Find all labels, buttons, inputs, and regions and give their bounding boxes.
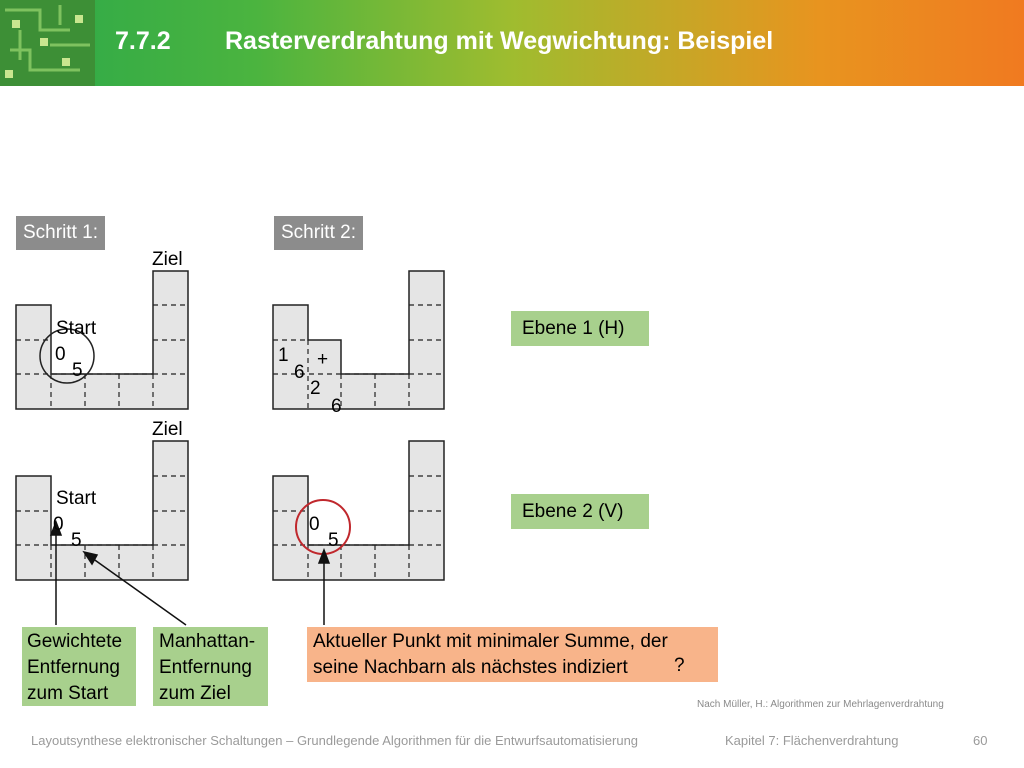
start-cell-circle <box>39 328 95 384</box>
page-title: Rasterverdrahtung mit Wegwichtung: Beisp… <box>225 27 774 55</box>
source-citation: Nach Müller, H.: Algorithmen zur Mehrlag… <box>697 699 944 710</box>
layer2-label: Ebene 2 (V) <box>511 494 649 529</box>
step2-plus: + <box>317 349 329 370</box>
step2-value-6b: 6 <box>331 396 342 417</box>
layer1-label: Ebene 1 (H) <box>511 311 649 346</box>
step2-value-6a: 6 <box>294 362 305 383</box>
question-mark: ? <box>674 655 685 676</box>
start-label-bottom: Start <box>56 488 97 509</box>
cost-manhattan-top: 5 <box>72 360 83 381</box>
cost-start-top: 0 <box>55 344 66 365</box>
weighted-distance-note: Gewichtete Entfernung zum Start <box>22 627 136 706</box>
footer-page-number: 60 <box>973 733 988 748</box>
circuit-logo <box>0 0 95 86</box>
section-number: 7.7.2 <box>115 27 171 55</box>
step2-cost-manhattan: 5 <box>328 530 339 551</box>
manhattan-distance-note: Manhattan- Entfernung zum Ziel <box>153 627 268 706</box>
cost-start-bottom: 0 <box>53 514 64 535</box>
step2-label: Schritt 2: <box>274 216 363 250</box>
current-point-note: Aktueller Punkt mit minimaler Summe, der… <box>307 627 718 682</box>
ziel-label-top: Ziel <box>152 249 183 270</box>
cost-manhattan-bottom: 5 <box>71 530 82 551</box>
title-bar: 7.7.2 Rasterverdrahtung mit Wegwichtung:… <box>0 0 1024 86</box>
ziel-label-bottom: Ziel <box>152 419 183 440</box>
step2-value-2: 2 <box>310 378 321 399</box>
footer-chapter: Kapitel 7: Flächenverdrahtung <box>725 733 899 748</box>
start-label-top: Start <box>56 318 97 339</box>
step1-label: Schritt 1: <box>16 216 105 250</box>
step2-cost-start: 0 <box>309 514 320 535</box>
footer-course: Layoutsynthese elektronischer Schaltunge… <box>31 733 639 748</box>
step2-value-1: 1 <box>278 345 289 366</box>
